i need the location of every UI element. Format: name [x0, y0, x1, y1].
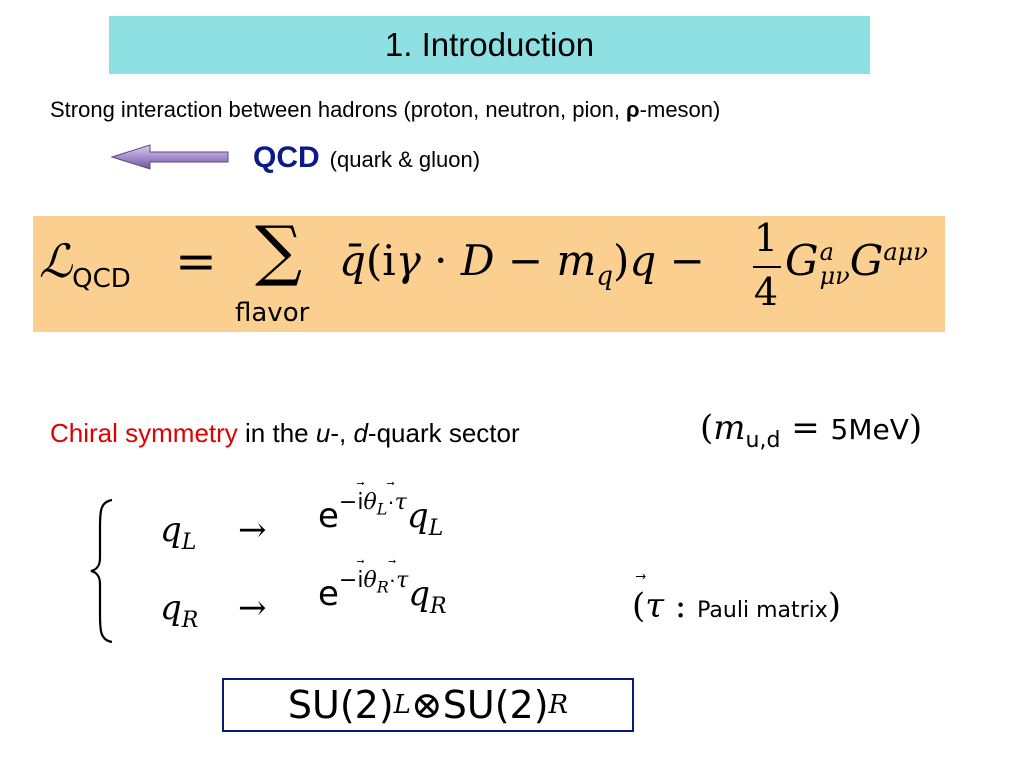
pauli-colon: :: [664, 586, 698, 626]
title-bar: 1. Introduction: [109, 16, 870, 74]
covariant-d: D: [460, 236, 495, 285]
fraction-bar: [753, 266, 781, 268]
mass-note: (mu,d = 5MeV): [700, 408, 923, 451]
qcd-label: QCD: [253, 141, 320, 174]
transform-row-left: qL: [160, 510, 196, 553]
fraction-denominator: 4: [753, 270, 779, 314]
lagrangian-subscript: QCD: [72, 264, 131, 295]
chiral-text-end: -quark sector: [367, 418, 520, 448]
pauli-open-paren: (: [632, 586, 646, 626]
mass-sub: q: [596, 261, 613, 292]
tau-2: τ: [396, 567, 409, 593]
mass-value: 5MeV: [830, 413, 909, 446]
exp-dot-2: ·: [388, 566, 397, 592]
q-left-lhs-sub: L: [181, 529, 197, 555]
rho-symbol: ρ: [626, 97, 640, 122]
dot-op: ·: [420, 236, 461, 285]
pauli-note: (τ⃗ : Pauli matrix): [632, 586, 841, 626]
intro-line: Strong interaction between hadrons (prot…: [50, 97, 720, 123]
left-arrow-icon: [110, 144, 229, 170]
transform-row-right: qR: [160, 588, 198, 631]
mass-open-paren: (: [700, 408, 714, 448]
qcd-row: QCD (quark & gluon): [253, 141, 480, 175]
summation-subscript: flavor: [235, 298, 310, 328]
mass-close-paren: ): [908, 408, 923, 448]
pauli-tau: τ: [645, 586, 665, 626]
intro-text-before: Strong interaction between hadrons (prot…: [50, 97, 627, 122]
chiral-row: Chiral symmetry in the u-, d-quark secto…: [50, 418, 520, 449]
pauli-close-paren: ): [827, 586, 842, 626]
equals-sign: =: [175, 232, 217, 290]
lagrangian-box: ℒQCD = ∑ flavor q̄(iγ · D − mq)q − 1 4 G…: [33, 216, 945, 332]
d-quark: d: [353, 418, 368, 448]
exp-minus-i-2: −i: [338, 567, 364, 593]
q-left-rhs: q: [406, 496, 429, 536]
chiral-text-mid: in the: [237, 418, 316, 448]
mass-subscript: u,d: [745, 427, 781, 453]
theta-1: θ: [363, 489, 377, 515]
exp-row-2: e−iθ⃗R·τ⃗qR: [318, 568, 447, 617]
g2-sup: aμν: [883, 238, 928, 266]
tensor-product-icon: ⊗: [410, 683, 443, 727]
close-paren: ): [612, 236, 630, 285]
gamma: γ: [395, 236, 421, 285]
e-symbol-1: e: [318, 496, 339, 536]
theta-sub-1: L: [376, 499, 388, 519]
q-right-rhs: q: [408, 574, 431, 614]
intro-text-after: -meson): [639, 97, 721, 122]
q-left-lhs: q: [160, 510, 182, 550]
exp-row-1: e−iθ⃗L·τ⃗qL: [318, 490, 443, 539]
summation-sign: ∑: [255, 212, 303, 289]
lagrangian-body: q̄(iγ · D − mq)q −: [339, 236, 705, 289]
su2-right: SU(2): [442, 683, 549, 727]
theta-2: θ: [363, 567, 377, 593]
mass-m-symbol: m: [713, 408, 746, 448]
exp-dot-1: ·: [387, 488, 395, 514]
arrow-row-2: →: [238, 588, 267, 628]
quark-q: q: [629, 236, 657, 285]
theta-sub-2: R: [376, 577, 389, 597]
slide-title: 1. Introduction: [384, 26, 595, 63]
mass-equals: =: [780, 408, 831, 448]
qcd-paren: (quark & gluon): [329, 147, 481, 172]
q-right-lhs-sub: R: [181, 607, 199, 633]
tau-1: τ: [394, 489, 407, 515]
chiral-dash: -,: [330, 418, 354, 448]
exp-minus-i-1: −i: [338, 489, 364, 515]
g1-sup: a: [819, 238, 834, 266]
mass-m: m: [556, 236, 597, 285]
q-right-lhs: q: [160, 588, 182, 628]
minus-op: −: [494, 236, 557, 285]
gluon-g1: G: [785, 236, 819, 285]
left-brace-icon: [90, 498, 113, 644]
fraction-numerator: 1: [753, 216, 779, 260]
pauli-matrix-text: Pauli matrix: [697, 598, 828, 623]
gluon-g2: G: [849, 236, 884, 285]
paren-i: (i: [365, 236, 396, 285]
arrow-row-1: →: [238, 510, 267, 550]
chiral-symmetry-label: Chiral symmetry: [50, 418, 238, 448]
e-symbol-2: e: [318, 574, 339, 614]
q-left-rhs-sub: L: [428, 515, 444, 541]
lagrangian-symbol: ℒQCD: [39, 234, 131, 292]
u-quark: u: [315, 418, 331, 448]
script-l: ℒ: [39, 234, 73, 288]
su2-left: SU(2): [287, 683, 394, 727]
g1-sub: μν: [819, 262, 850, 290]
symmetry-group-box: SU(2)L ⊗ SU(2)R: [222, 678, 634, 732]
minus-op-2: −: [656, 236, 705, 285]
q-right-rhs-sub: R: [430, 593, 447, 619]
qbar: q̄: [339, 236, 366, 285]
